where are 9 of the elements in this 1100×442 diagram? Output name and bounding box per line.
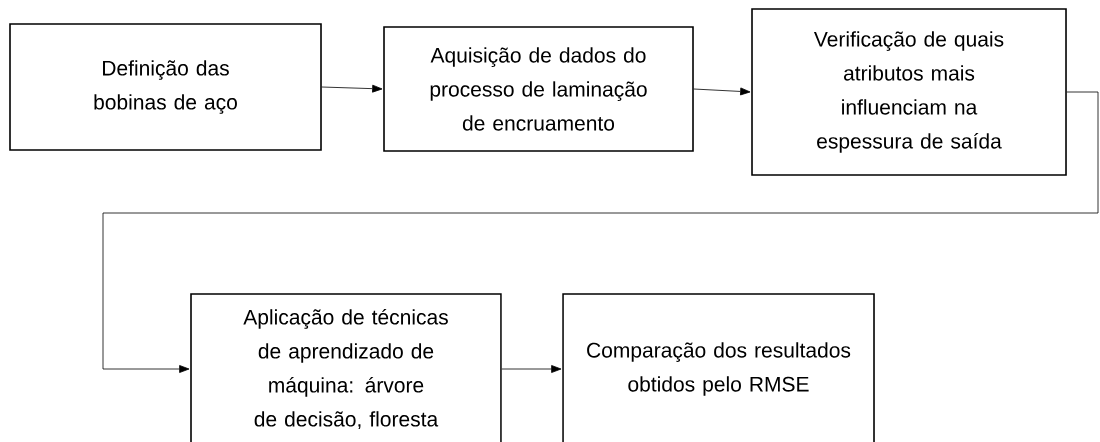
arrow [501,365,562,373]
arrow [321,84,383,93]
process-box: Aquisição de dados do processo de laminação de encruamento [383,26,694,152]
arrow [693,87,751,96]
process-box: Verificação de quais atributos mais influenciam na espessura de saída [751,8,1067,176]
process-box: Aplicação de técnicas de aprendizado de máquina: árvore de decisão, floresta [190,293,502,442]
arrow [102,91,1099,373]
process-box: Comparação dos resultados obtidos pelo RMSE [562,293,875,442]
process-box: Definição das bobinas de aço [9,23,322,151]
